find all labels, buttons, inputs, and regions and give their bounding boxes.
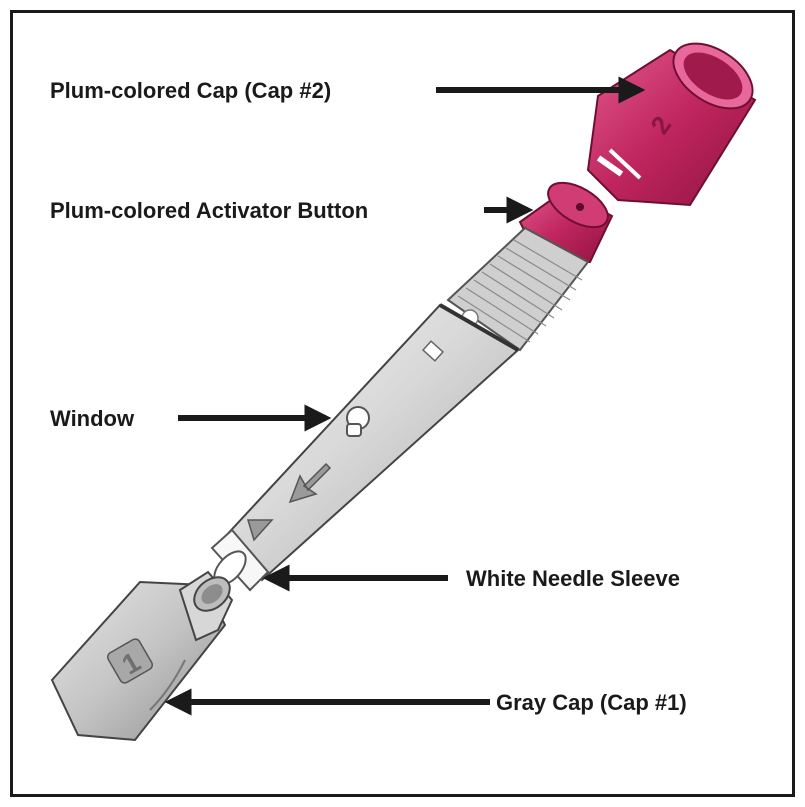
label-gray-cap-1: Gray Cap (Cap #1) [496,690,687,715]
pen-barrel [222,305,518,580]
label-activator-button: Plum-colored Activator Button [50,198,368,223]
label-window: Window [50,406,135,431]
label-needle-sleeve: White Needle Sleeve [466,566,680,591]
plum-cap-2: 2 [588,30,764,205]
label-cap-2: Plum-colored Cap (Cap #2) [50,78,331,103]
gray-cap-1: 1 [52,570,236,740]
